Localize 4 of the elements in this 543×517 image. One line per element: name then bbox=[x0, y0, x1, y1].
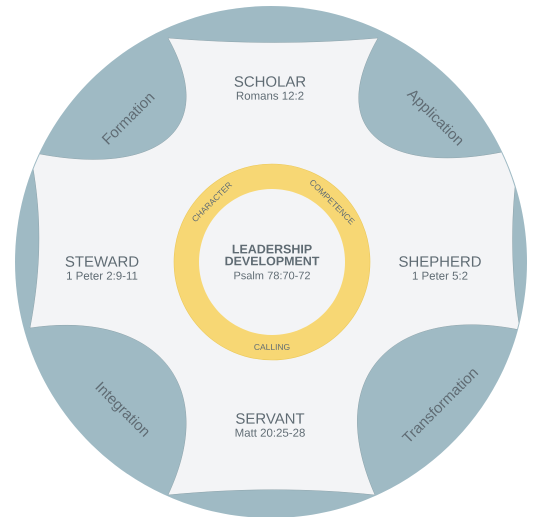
arm-label: SCHOLAR Romans 12:2 bbox=[234, 76, 306, 100]
arm-label: STEWARD 1 Peter 2:9-11 bbox=[66, 256, 138, 280]
arm-label: SHEPHERD 1 Peter 5:2 bbox=[399, 256, 481, 280]
arm-label: SERVANT Matt 20:25-28 bbox=[236, 413, 305, 437]
